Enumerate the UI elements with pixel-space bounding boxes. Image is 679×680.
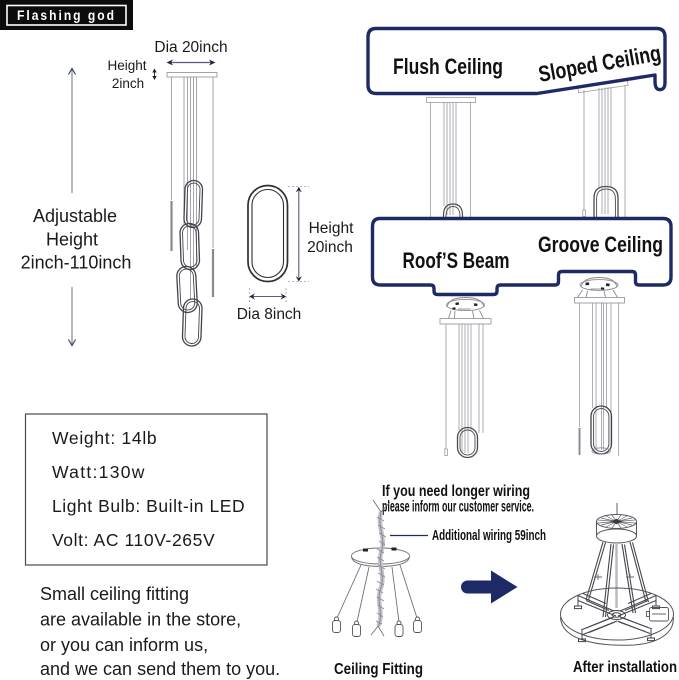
svg-text:Height: Height xyxy=(107,58,146,73)
svg-text:Volt: AC 110V-265V: Volt: AC 110V-265V xyxy=(52,530,215,550)
svg-text:Watt:130w: Watt:130w xyxy=(52,462,146,482)
svg-text:Small ceiling fitting: Small ceiling fitting xyxy=(40,584,189,604)
svg-text:2inch-110inch: 2inch-110inch xyxy=(21,253,132,273)
svg-text:and we can send them to you.: and we can send them to you. xyxy=(40,659,280,679)
svg-text:2inch: 2inch xyxy=(112,76,144,91)
svg-text:If you need longer wiring: If you need longer wiring xyxy=(382,483,530,500)
svg-text:Height: Height xyxy=(309,220,354,237)
svg-text:Dia 8inch: Dia 8inch xyxy=(237,306,302,323)
svg-text:Weight: 14lb: Weight: 14lb xyxy=(52,428,157,448)
svg-text:Roof’S Beam: Roof’S Beam xyxy=(403,248,510,273)
svg-text:Adjustable: Adjustable xyxy=(33,206,117,226)
svg-text:After installation: After installation xyxy=(573,659,677,676)
svg-text:Dia 20inch: Dia 20inch xyxy=(154,39,227,56)
svg-text:Light Bulb: Built-in LED: Light Bulb: Built-in LED xyxy=(52,496,245,516)
svg-text:please inform our customer ser: please inform our customer service. xyxy=(382,499,534,516)
svg-text:Flashing god: Flashing god xyxy=(17,8,116,23)
svg-text:20inch: 20inch xyxy=(307,239,353,256)
svg-text:or you can inform us,: or you can inform us, xyxy=(40,635,208,655)
svg-text:are available in the store,: are available in the store, xyxy=(40,610,241,630)
svg-text:Flush Ceiling: Flush Ceiling xyxy=(393,54,503,79)
svg-text:Ceiling Fitting: Ceiling Fitting xyxy=(334,661,423,678)
svg-text:Additional wiring 59inch: Additional wiring 59inch xyxy=(432,527,546,544)
svg-text:Groove Ceiling: Groove Ceiling xyxy=(538,232,663,257)
svg-text:Height: Height xyxy=(46,230,98,250)
